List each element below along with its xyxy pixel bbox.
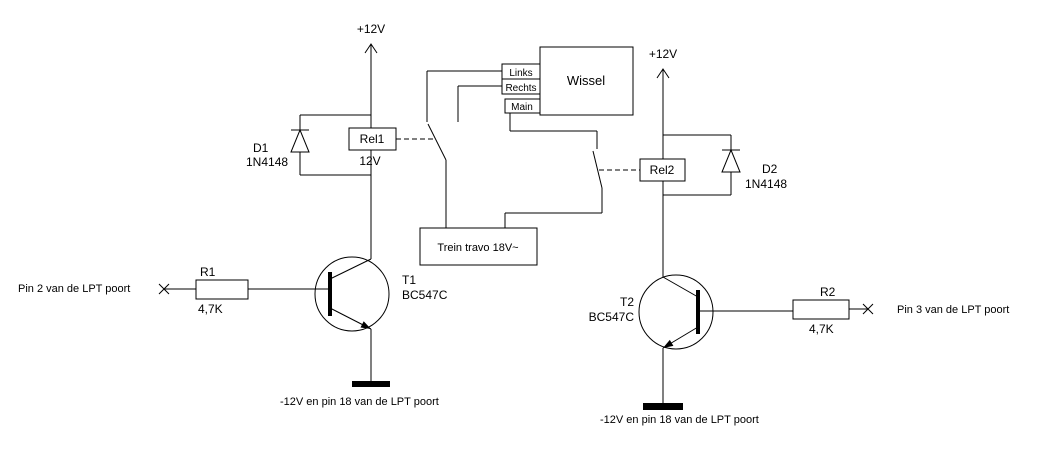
links-wire: [426, 70, 502, 122]
diode-part-label: 1N4148: [246, 155, 288, 169]
relay-contact-left-icon: [427, 123, 447, 228]
transistor-emitter-lead: [662, 326, 699, 403]
resistor-r1-box: [195, 279, 249, 300]
relay-contact-right-icon: [504, 150, 603, 228]
wissel-box: [539, 46, 634, 116]
ground-label: -12V en pin 18 van de LPT poort: [280, 396, 439, 408]
transistor-circle: [638, 274, 714, 350]
ground-bar-icon: [352, 381, 390, 387]
resistor-r2-box: [792, 299, 850, 320]
supply-label-right: +12V: [649, 47, 677, 61]
emitter-arrow-icon: [663, 339, 674, 348]
transistor-name-label: T1: [402, 273, 416, 287]
resistor-value-label: 4,7K: [809, 322, 834, 336]
contact-common-right-wire: [504, 188, 603, 228]
resistor-name-label: R2: [820, 285, 836, 299]
terminal-main-box: [504, 98, 541, 114]
diode-name-label: D1: [253, 141, 269, 155]
transistor-t2-icon: [638, 274, 714, 403]
diode-name-label: D2: [762, 162, 778, 176]
contact-blade-left: [427, 123, 447, 161]
transistor-t1-icon: [314, 256, 390, 381]
main-wire: [509, 113, 598, 149]
transformer-label: Trein travo 18V~: [437, 242, 518, 254]
relay-label: Rel2: [650, 163, 675, 177]
transistor-emitter-lead: [329, 307, 372, 381]
input-pin-label: Pin 3 van de LPT poort: [897, 304, 1009, 316]
transistor-collector-lead: [329, 258, 372, 280]
transistor-circle: [314, 256, 390, 332]
ground-bar-icon: [643, 403, 683, 410]
transistor-name-label: T2: [620, 295, 634, 309]
resistor-value-label: 4,7K: [198, 302, 223, 316]
input-pin-label: Pin 2 van de LPT poort: [18, 283, 130, 295]
emitter-arrow-icon: [360, 321, 371, 329]
left-channel: +12V D1 1N4148 Rel1 12V T1 BC547C R1 4,7…: [18, 22, 448, 408]
input-terminal-x-icon: [862, 303, 874, 315]
terminal-rechts-label: Rechts: [505, 83, 536, 94]
transistor-part-label: BC547C: [402, 288, 448, 302]
transformer-box: [419, 227, 538, 266]
diode-part-label: 1N4148: [745, 177, 787, 191]
wissel-label: Wissel: [567, 73, 605, 88]
relay-voltage-label: 12V: [359, 154, 380, 168]
input-terminal-x-icon: [158, 283, 170, 295]
wissel-section: Wissel Links Rechts Main Trein travo 18V…: [419, 46, 634, 266]
diode-d2-icon: [721, 135, 741, 195]
resistor-name-label: R1: [200, 265, 216, 279]
terminal-main-label: Main: [511, 102, 533, 113]
right-channel: +12V Rel2 D2 1N4148 T2 BC547C R2 4,7K Pi…: [589, 47, 1010, 426]
transistor-collector-lead: [662, 276, 699, 298]
diode-d1-icon: [290, 115, 310, 175]
terminal-links-label: Links: [509, 68, 532, 79]
relay-label: Rel1: [360, 132, 385, 146]
diode-triangle: [290, 128, 310, 153]
transistor-part-label: BC547C: [589, 310, 635, 324]
ground-label: -12V en pin 18 van de LPT poort: [600, 414, 759, 426]
rechts-wire: [457, 85, 502, 122]
contact-blade-right: [592, 150, 603, 189]
supply-label-left: +12V: [357, 22, 385, 36]
diode-triangle: [721, 148, 741, 173]
